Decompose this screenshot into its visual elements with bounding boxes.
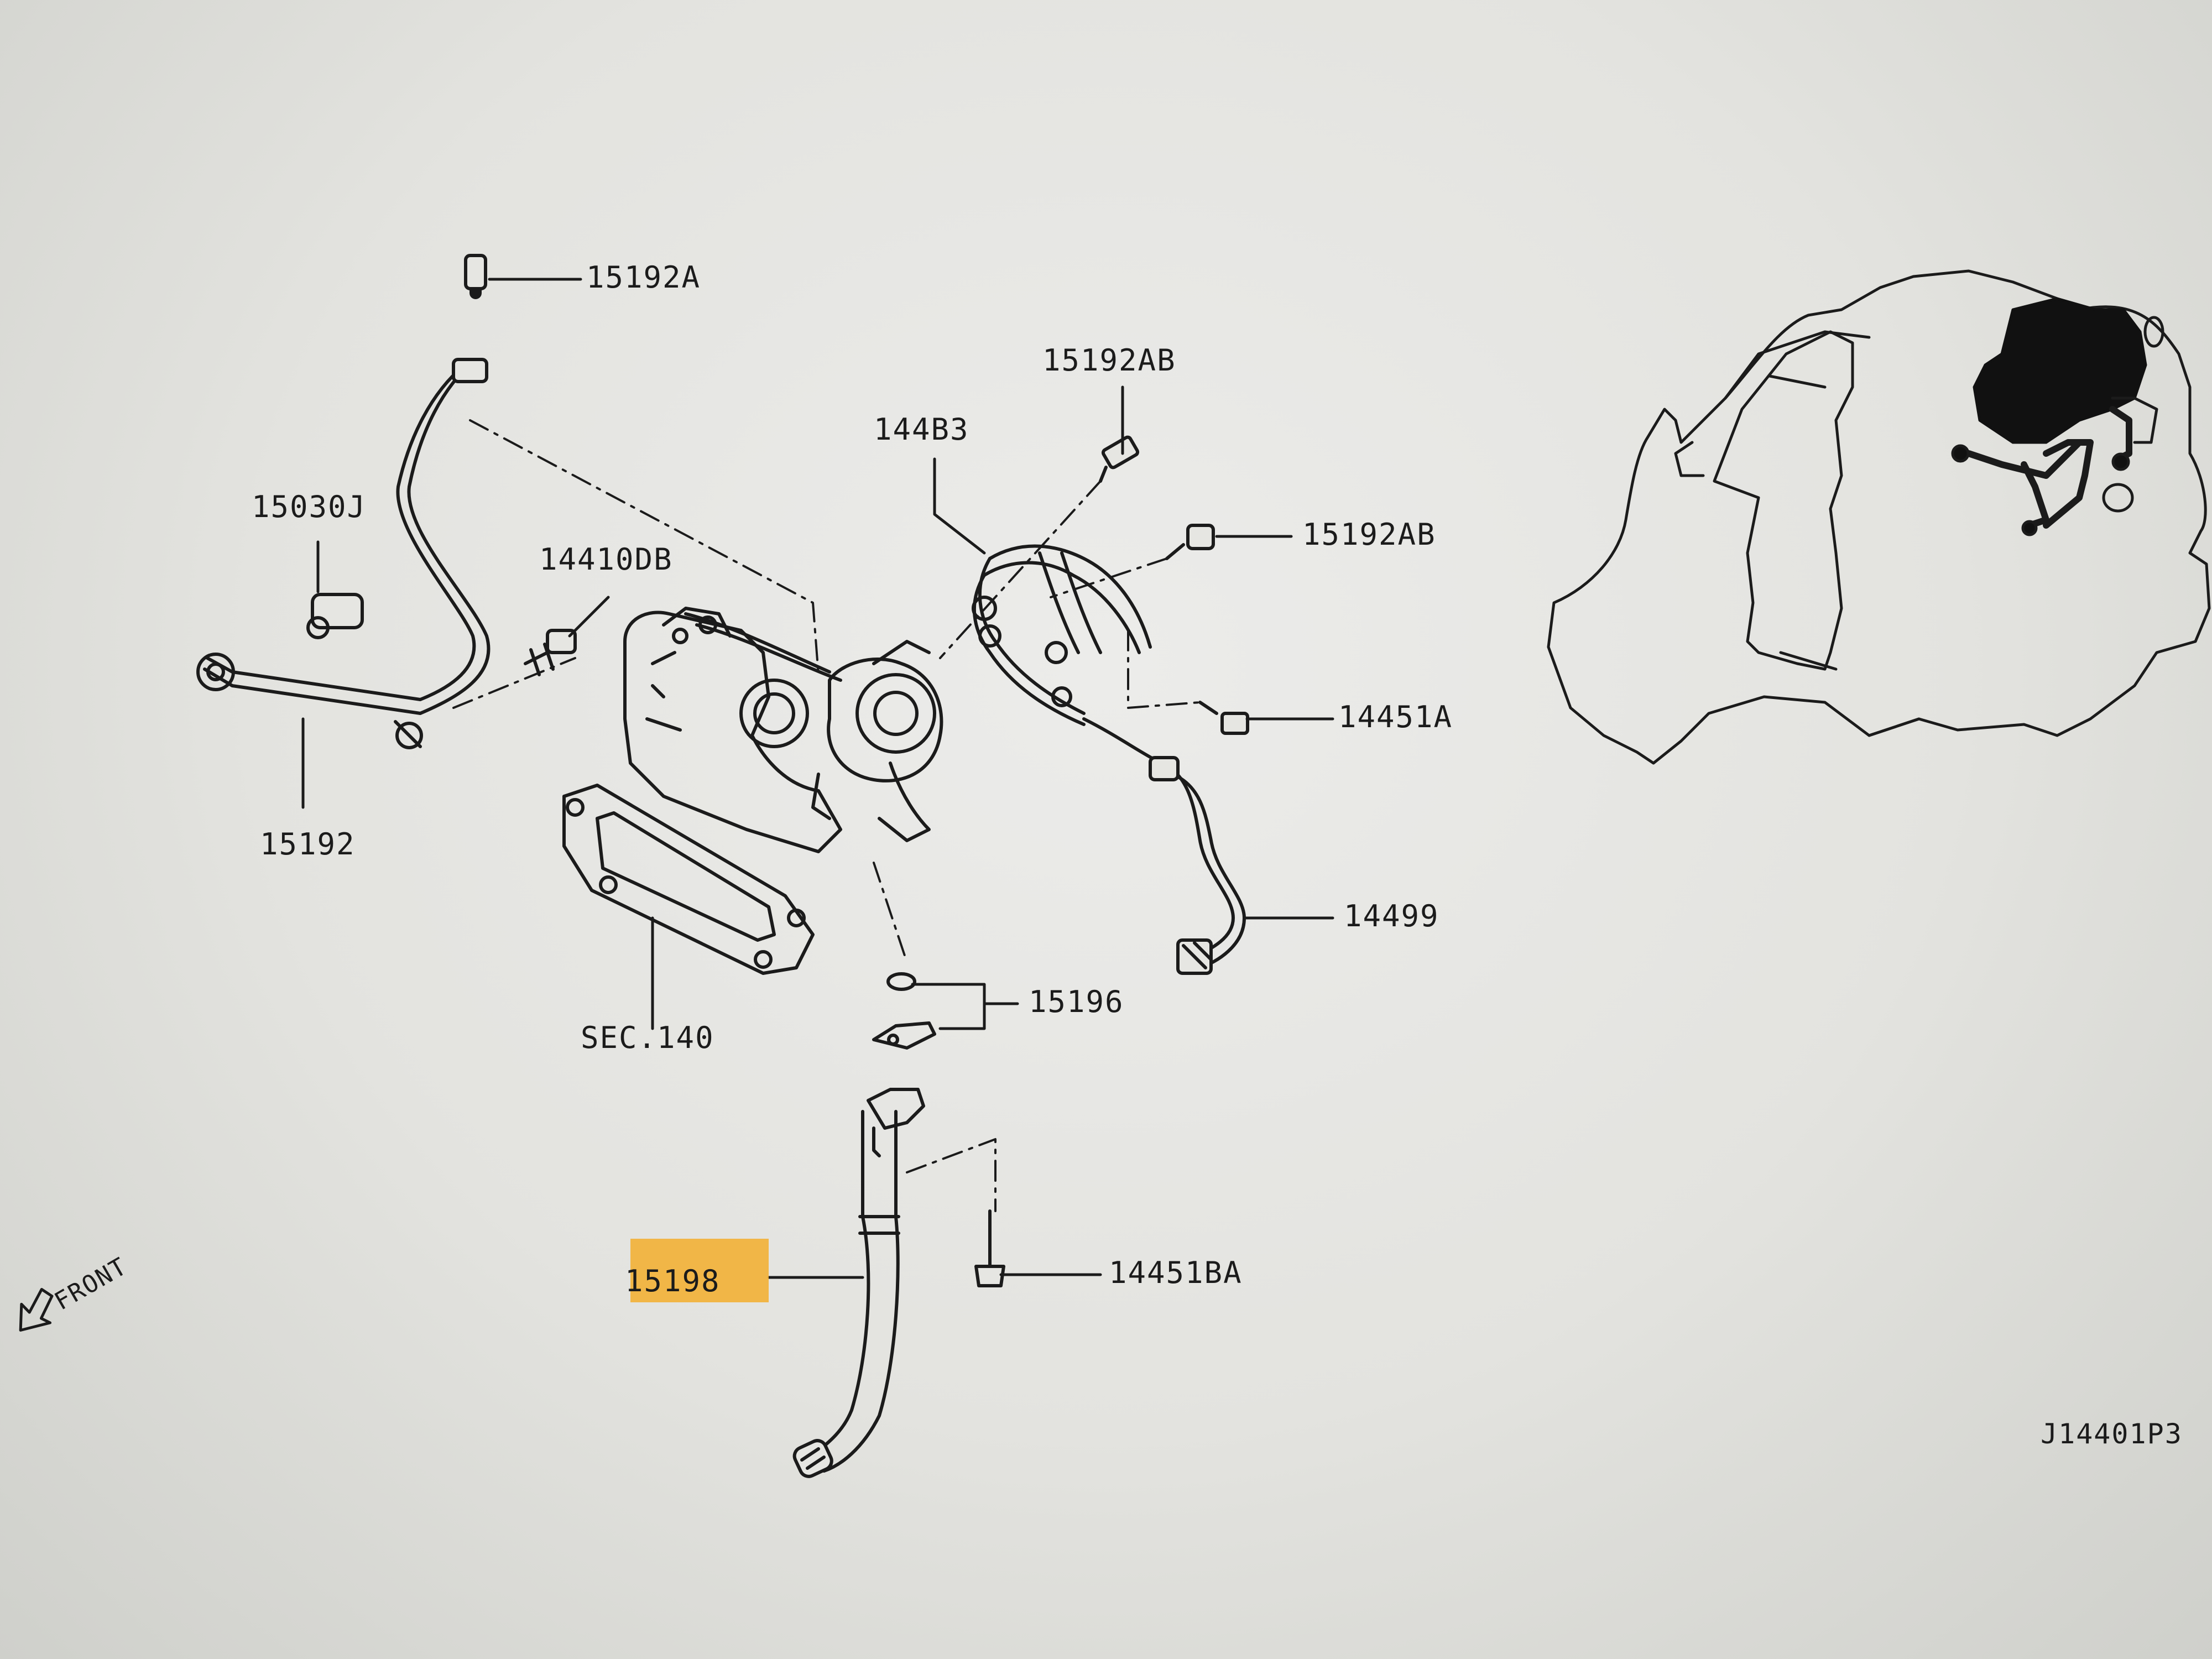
engine-overview-silhouette bbox=[1547, 269, 2211, 765]
highlight-box-15198 bbox=[630, 1239, 769, 1302]
label-15192: 15192 bbox=[260, 827, 356, 862]
label-14410DB: 14410DB bbox=[539, 542, 673, 577]
bolt-14451A bbox=[1198, 701, 1249, 735]
bolt-15192AB-top bbox=[1099, 435, 1140, 483]
label-sec-140: SEC.140 bbox=[581, 1020, 714, 1055]
label-front: FRONT bbox=[50, 1252, 132, 1316]
label-15192AB-top: 15192AB bbox=[1042, 343, 1176, 378]
bolt-15192AB-right bbox=[1165, 524, 1215, 560]
turbocharger bbox=[623, 607, 943, 853]
label-15192A: 15192A bbox=[586, 260, 701, 295]
bolt-14451BA bbox=[974, 1209, 1005, 1287]
label-14451A: 14451A bbox=[1338, 700, 1453, 734]
front-direction-arrow bbox=[19, 1288, 54, 1332]
label-15192AB-right: 15192AB bbox=[1302, 517, 1436, 552]
gaskets-15196 bbox=[872, 972, 936, 1050]
figure-code: J14401P3 bbox=[2041, 1418, 2183, 1450]
leader-lines bbox=[301, 278, 1334, 1279]
label-15030J: 15030J bbox=[252, 489, 366, 524]
label-14451BA: 14451BA bbox=[1109, 1255, 1243, 1290]
part-labels: 15192A 15192AB 144B3 15192AB 15030J 1441… bbox=[50, 260, 2183, 1450]
label-14499: 14499 bbox=[1344, 899, 1439, 933]
oil-return-tube-15198 bbox=[792, 1088, 925, 1478]
exhaust-manifold-flange bbox=[562, 784, 815, 975]
label-15198: 15198 bbox=[625, 1264, 721, 1298]
label-15196: 15196 bbox=[1029, 984, 1124, 1019]
oil-feed-tube-15192 bbox=[196, 254, 491, 749]
assembly-guide-lines bbox=[452, 419, 1201, 1212]
water-tube-144B3 bbox=[972, 544, 1246, 975]
label-144B3: 144B3 bbox=[874, 412, 969, 447]
